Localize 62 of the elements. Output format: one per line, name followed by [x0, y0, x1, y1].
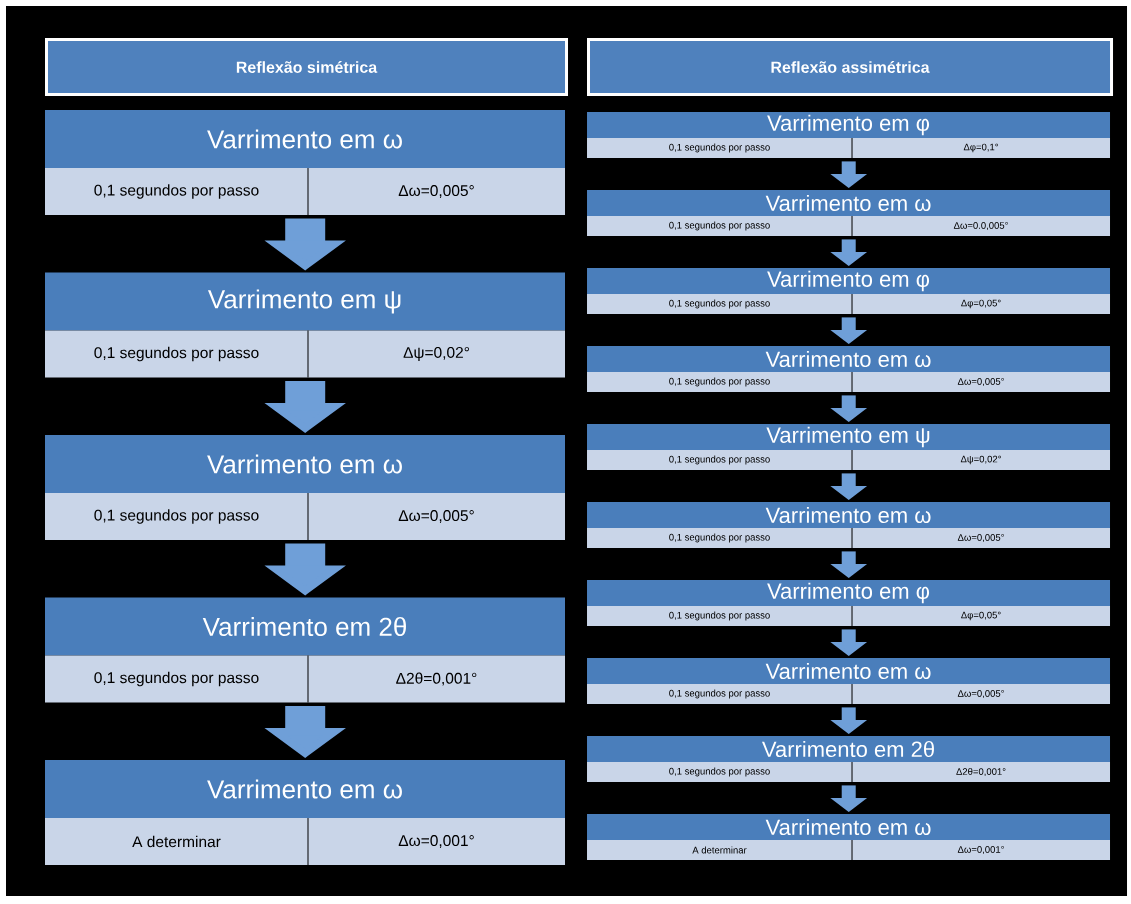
table-cell: Δψ=0,02°	[308, 330, 565, 378]
step-block	[45, 760, 566, 866]
step-block	[587, 346, 1111, 393]
step-block	[587, 736, 1111, 783]
column-header: Reflexão assimétrica	[587, 38, 1113, 96]
title-bar: Varrimento em 2θ	[45, 597, 565, 656]
title-bar: Varrimento em ω	[587, 502, 1110, 528]
table-cell: A determinar	[587, 840, 852, 860]
table-cell: 0,1 segundos por passo	[587, 216, 852, 236]
step-block	[587, 814, 1111, 861]
title-bar: Varrimento em ω	[45, 110, 565, 168]
title-bar: Varrimento em ω	[587, 814, 1110, 840]
table-cell: Δω=0,005°	[308, 493, 565, 540]
title-bar: Varrimento em ψ	[45, 272, 565, 331]
title-bar: Varrimento em ω	[587, 190, 1110, 216]
table-cell: 0,1 segundos por passo	[587, 684, 852, 704]
step-block	[587, 502, 1111, 549]
table-cell: 0,1 segundos por passo	[45, 655, 308, 703]
table-cell: Δ2θ=0,001°	[852, 762, 1110, 782]
column-header: Reflexão simétrica	[45, 38, 568, 96]
table-cell: Δ2θ=0,001°	[308, 655, 565, 703]
step-block	[45, 597, 566, 703]
table-cell: Δω=0,001°	[852, 840, 1110, 860]
table-cell: Δφ=0,05°	[852, 294, 1110, 314]
table-cell: 0,1 segundos por passo	[587, 450, 852, 470]
step-block	[587, 190, 1111, 237]
title-bar: Varrimento em ω	[45, 435, 565, 493]
step-block	[45, 272, 566, 378]
table-cell: Δω=0,005°	[852, 528, 1110, 548]
table-cell: Δω=0,005°	[852, 372, 1110, 392]
table-cell: Δω=0.0,005°	[852, 216, 1110, 236]
title-bar: Varrimento em ω	[587, 658, 1110, 684]
table-cell: Δω=0,005°	[308, 168, 565, 215]
table-cell: 0,1 segundos por passo	[587, 294, 852, 314]
step-block	[45, 110, 566, 216]
step-block	[587, 658, 1111, 705]
table-cell: 0,1 segundos por passo	[587, 606, 852, 626]
title-bar: Varrimento em φ	[587, 580, 1110, 606]
table-cell: Δφ=0,05°	[852, 606, 1110, 626]
table-cell: 0,1 segundos por passo	[587, 528, 852, 548]
step-block	[45, 435, 566, 541]
table-cell: 0,1 segundos por passo	[45, 168, 308, 215]
table-cell: Δω=0,001°	[308, 818, 565, 865]
step-block	[587, 580, 1111, 627]
title-bar: Varrimento em φ	[587, 268, 1110, 294]
step-block	[587, 424, 1111, 471]
table-cell: 0,1 segundos por passo	[587, 138, 852, 158]
title-bar: Varrimento em 2θ	[587, 736, 1110, 762]
table-cell: A determinar	[45, 818, 308, 865]
title-bar: Varrimento em ω	[45, 760, 565, 818]
table-cell: Δω=0,005°	[852, 684, 1110, 704]
table-cell: 0,1 segundos por passo	[587, 372, 852, 392]
step-block	[587, 268, 1111, 315]
table-cell: Δψ=0,02°	[852, 450, 1110, 470]
table-cell: Δφ=0,1°	[852, 138, 1110, 158]
title-bar: Varrimento em ψ	[587, 424, 1110, 450]
title-bar: Varrimento em φ	[587, 112, 1110, 138]
title-bar: Varrimento em ω	[587, 346, 1110, 372]
table-cell: 0,1 segundos por passo	[45, 330, 308, 378]
table-cell: 0,1 segundos por passo	[45, 493, 308, 540]
step-block	[587, 112, 1111, 159]
table-cell: 0,1 segundos por passo	[587, 762, 852, 782]
